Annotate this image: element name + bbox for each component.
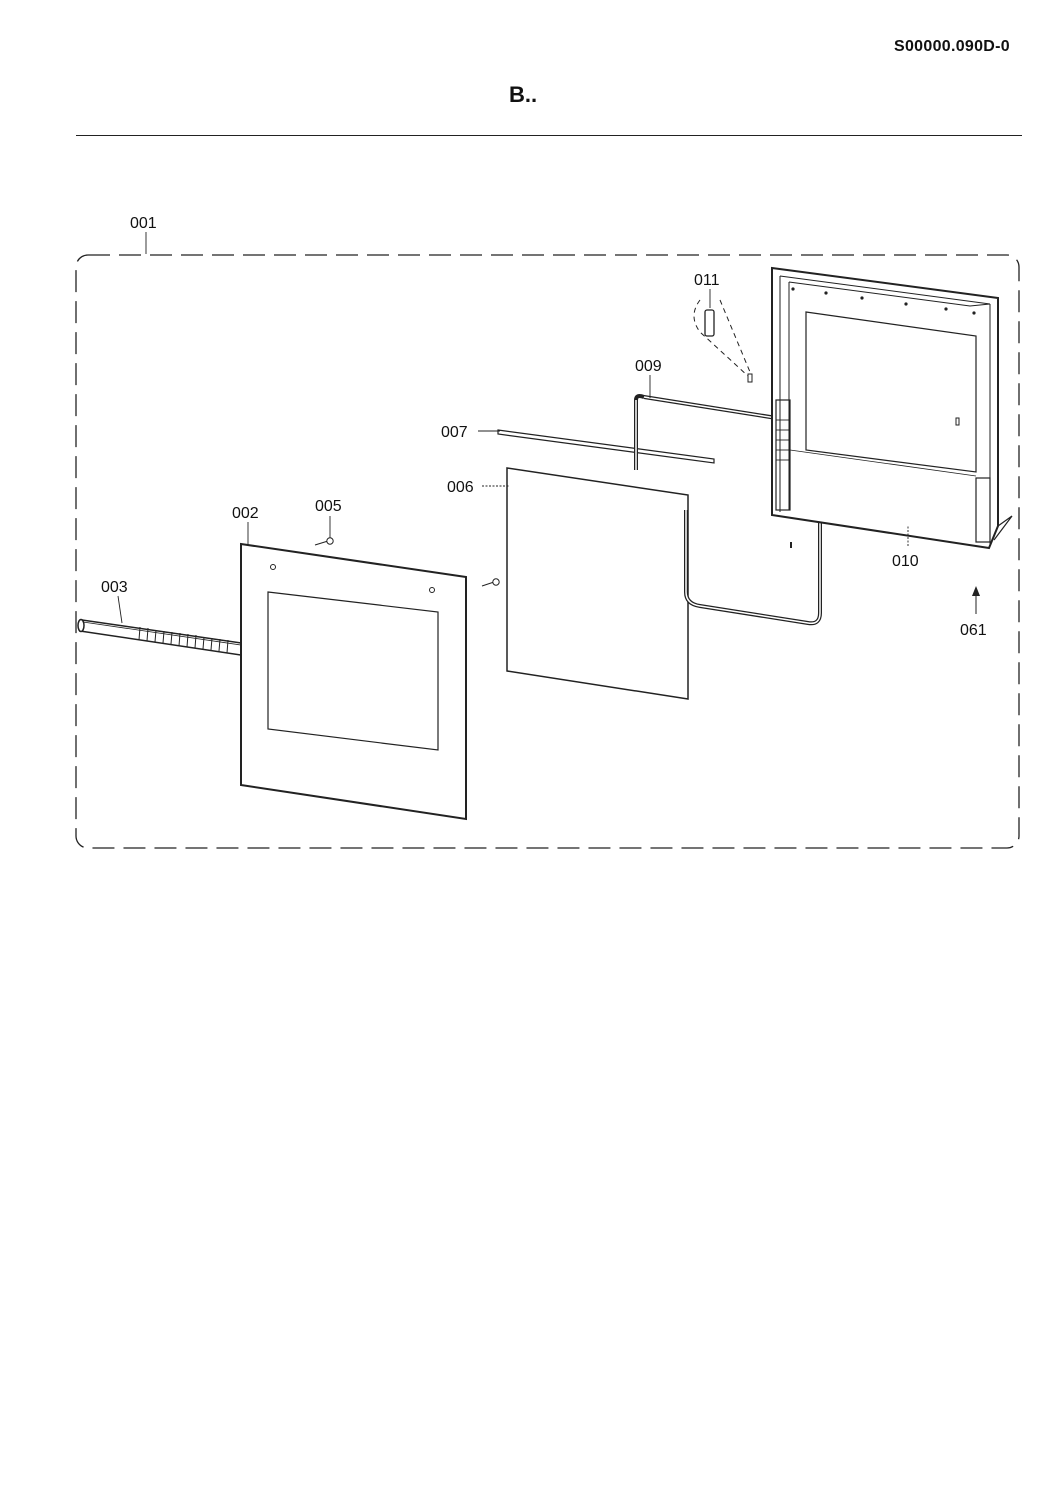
label-011: 011 <box>694 272 720 289</box>
assembly-boundary <box>75 254 1020 849</box>
part-011-clip <box>693 299 753 383</box>
document-code: S00000.090D-0 <box>894 38 1010 55</box>
part-010-door-frame <box>771 266 1013 550</box>
label-007: 007 <box>441 424 468 441</box>
label-006: 006 <box>447 479 474 496</box>
part-005-screws <box>314 537 500 587</box>
header-rule <box>76 135 1022 136</box>
label-005: 005 <box>315 498 342 515</box>
part-006-inner-glass <box>506 467 689 700</box>
document-title: B.. <box>508 82 538 107</box>
leader-lines <box>117 232 909 624</box>
part-007-strip <box>497 429 715 464</box>
label-009: 009 <box>635 358 662 375</box>
label-010: 010 <box>892 553 919 570</box>
arrow-061 <box>972 586 980 614</box>
label-003: 003 <box>101 579 128 596</box>
part-002-outer-glass <box>240 542 467 821</box>
label-001: 001 <box>130 215 157 232</box>
label-061: 061 <box>960 622 987 639</box>
label-002: 002 <box>232 505 259 522</box>
